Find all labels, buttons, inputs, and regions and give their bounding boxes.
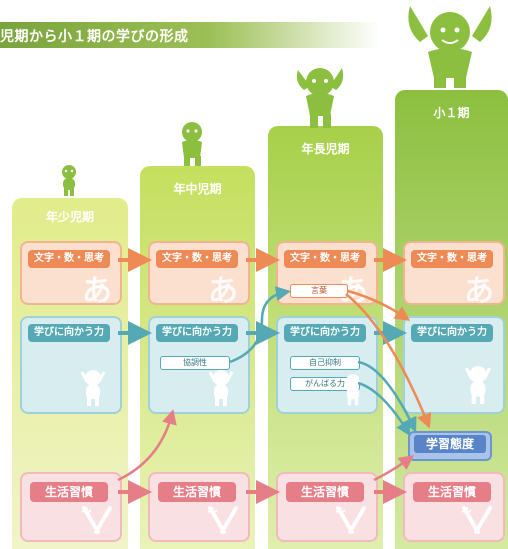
character-icon [80,370,106,406]
self-control-tag: 自己抑制 [290,356,360,370]
literacy-label-nenchu: 文字・数・思考 [156,250,238,268]
column-title-nenchu: 年中児期 [173,182,222,196]
character-icon [182,122,202,166]
column-title-nensho: 年少児期 [45,210,94,224]
literacy-label-shogaku: 文字・数・思考 [411,250,493,268]
perseverance-tag: がんばる力 [290,377,360,391]
cooperation-tag: 協調性 [160,356,230,370]
character-icon [296,68,344,128]
habits-label-nenchu: 生活習慣 [158,482,236,502]
character-icon [208,370,234,406]
motivation-label-nencho: 学びに向かう力 [284,324,366,342]
fork-knife-icon [207,506,238,534]
fork-knife-icon [335,506,366,534]
hiragana-a-glyph: あ [464,274,494,309]
header-bar [0,22,380,48]
hiragana-a-glyph: あ [208,274,238,309]
column-title-shogaku: 小１期 [433,106,470,120]
literacy-label-nencho: 文字・数・思考 [284,250,366,268]
learning-attitude-label: 学習態度 [414,435,486,453]
habits-label-nencho: 生活習慣 [286,482,364,502]
arrow-cooperation-to-words [229,286,291,364]
character-icon [465,366,491,404]
words-tag: 言葉 [290,284,348,298]
habits-label-shogaku: 生活習慣 [413,482,491,502]
arrow-words-to-shogaku [347,289,411,321]
column-title-nencho: 年長児期 [301,142,350,156]
fork-knife-icon [81,506,112,534]
arrow-habits-to-attitude [373,455,415,482]
character-icon [62,165,76,196]
character-icon [346,374,360,406]
arrow-habits-to-cooperation [117,409,177,482]
arrow-selfcontrol-to-attitude [357,360,417,433]
motivation-label-shogaku: 学びに向かう力 [411,324,493,342]
fork-knife-icon [461,506,492,534]
arrow-perseverance-to-attitude [357,381,411,437]
arrow-words-to-attitude [345,293,432,429]
habits-label-nensho: 生活習慣 [30,482,108,502]
hiragana-a-glyph: あ [82,274,112,309]
diagram-title: 児期から小１期の学びの形成 [0,29,189,45]
motivation-label-nenchu: 学びに向かう力 [156,324,238,342]
character-icon [408,6,492,88]
motivation-label-nensho: 学びに向かう力 [28,324,110,342]
literacy-label-nensho: 文字・数・思考 [28,250,110,268]
